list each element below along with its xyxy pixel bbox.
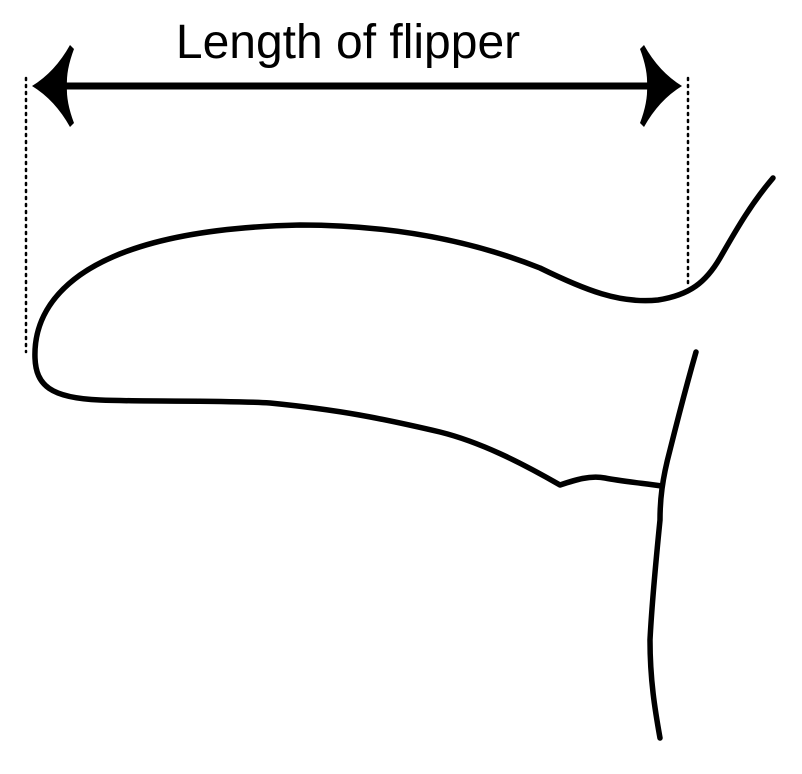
measurement-label: Length of flipper (176, 16, 520, 69)
body-outline (647, 349, 699, 741)
length-arrow (32, 45, 682, 127)
arrow-head-right (640, 45, 682, 127)
arrow-head-left (32, 45, 74, 127)
flipper-outline (32, 175, 776, 489)
